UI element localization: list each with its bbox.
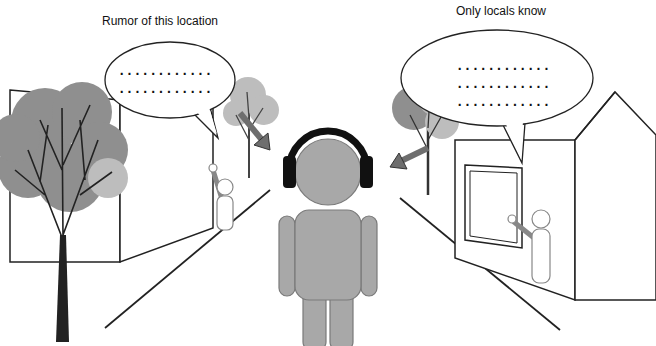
building-side	[120, 100, 213, 262]
listener-head	[295, 139, 361, 205]
tree-foliage	[0, 114, 40, 162]
tree-branches	[236, 92, 263, 140]
arrow-head	[390, 153, 407, 169]
person-head	[532, 210, 550, 228]
person-body	[217, 196, 233, 230]
person-head	[217, 179, 233, 195]
listener-body	[295, 210, 361, 300]
bubble-heading: Only locals know	[441, 4, 561, 18]
tree-trunk	[427, 125, 430, 195]
headphone-cup	[360, 156, 373, 188]
person-hand	[209, 164, 217, 172]
bubble-ellipse	[105, 42, 235, 118]
bubble-heading: Rumor of this location	[90, 14, 230, 28]
tree-foliage	[88, 158, 128, 198]
arrow-head	[254, 133, 270, 150]
bubble-tail-join	[505, 120, 523, 159]
tree-foliage	[249, 95, 279, 125]
speech-bubble: Only locals know ............ ...........…	[395, 2, 605, 172]
person-arm	[514, 222, 534, 238]
bubble-ellipse	[401, 30, 593, 126]
house-gable	[575, 92, 656, 300]
house-window	[465, 165, 522, 248]
house-wall	[455, 140, 575, 300]
headphone-cup	[283, 156, 296, 188]
sound-arrow	[240, 113, 262, 140]
listener-arm	[361, 216, 377, 296]
bubble-tail-join	[195, 104, 217, 134]
speech-bubble: Rumor of this location............ .....…	[95, 8, 245, 142]
tree-trunk	[56, 235, 69, 342]
person-body	[532, 229, 550, 283]
tree-branches	[15, 105, 112, 240]
person-hand	[508, 215, 516, 223]
listener-arm	[279, 216, 295, 296]
street-curb	[105, 190, 270, 328]
speech-text: ............ ............ ............	[447, 56, 563, 110]
window-frame	[470, 171, 517, 243]
headphone-band	[289, 131, 367, 170]
sound-arrow	[401, 148, 428, 161]
speech-text: ............ ............	[109, 61, 225, 97]
